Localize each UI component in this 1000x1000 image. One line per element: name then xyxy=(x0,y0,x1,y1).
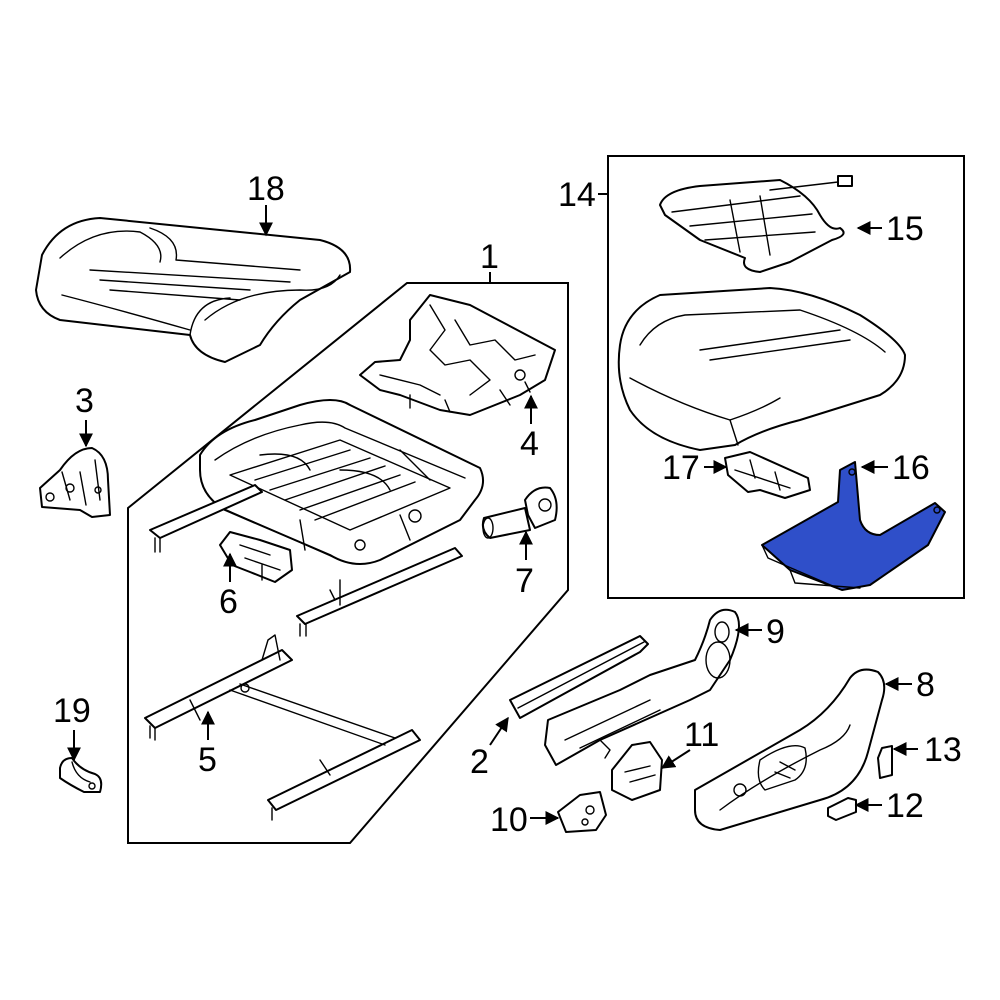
callout-6: 6 xyxy=(219,583,238,621)
rail-cover-part-2[interactable] xyxy=(509,635,649,719)
callout-labels: 18 1 3 4 7 6 5 19 14 15 16 17 9 8 2 11 1… xyxy=(53,170,962,839)
callout-19: 19 xyxy=(53,692,91,730)
knob-part-12[interactable] xyxy=(827,797,857,821)
callout-13: 13 xyxy=(924,731,962,769)
callout-5: 5 xyxy=(198,741,217,779)
clip-part-19[interactable] xyxy=(59,757,103,793)
callout-15: 15 xyxy=(886,210,924,248)
callout-8: 8 xyxy=(916,666,935,704)
callout-18: 18 xyxy=(247,170,285,208)
callout-16: 16 xyxy=(892,449,930,487)
side-shield-part-8[interactable] xyxy=(694,668,886,831)
side-bracket-part-9[interactable] xyxy=(544,608,740,766)
switch-part-10[interactable] xyxy=(557,791,607,833)
seat-cushion-pad-part-14[interactable] xyxy=(617,287,906,451)
knob-part-13[interactable] xyxy=(877,745,893,779)
callout-14: 14 xyxy=(558,176,596,214)
callout-9: 9 xyxy=(766,613,785,651)
seat-cushion-cover-part-18[interactable] xyxy=(35,217,352,363)
seat-pan-part-4[interactable] xyxy=(359,294,556,416)
seat-frame-part-1[interactable] xyxy=(149,399,485,637)
callout-17: 17 xyxy=(662,449,700,487)
callout-1: 1 xyxy=(480,238,499,276)
heating-element-part-15[interactable] xyxy=(659,175,853,273)
callout-4: 4 xyxy=(520,425,539,463)
clip-part-17[interactable] xyxy=(724,451,811,499)
bracket-part-3[interactable] xyxy=(39,447,111,518)
callout-2: 2 xyxy=(470,743,489,781)
assembly-box-part-14 xyxy=(607,155,965,599)
callout-12: 12 xyxy=(886,787,924,825)
motor-part-7[interactable] xyxy=(481,486,558,539)
seat-panel-part-16-highlighted[interactable] xyxy=(761,461,946,591)
callout-11: 11 xyxy=(684,716,719,754)
seat-track-part-5[interactable] xyxy=(144,634,421,821)
assembly-box-part-1 xyxy=(127,282,569,844)
callout-3: 3 xyxy=(75,382,94,420)
callout-10: 10 xyxy=(490,801,528,839)
switch-part-11[interactable] xyxy=(611,741,663,801)
callout-7: 7 xyxy=(515,562,534,600)
motor-part-6[interactable] xyxy=(219,531,293,583)
leader-lines xyxy=(67,193,918,825)
